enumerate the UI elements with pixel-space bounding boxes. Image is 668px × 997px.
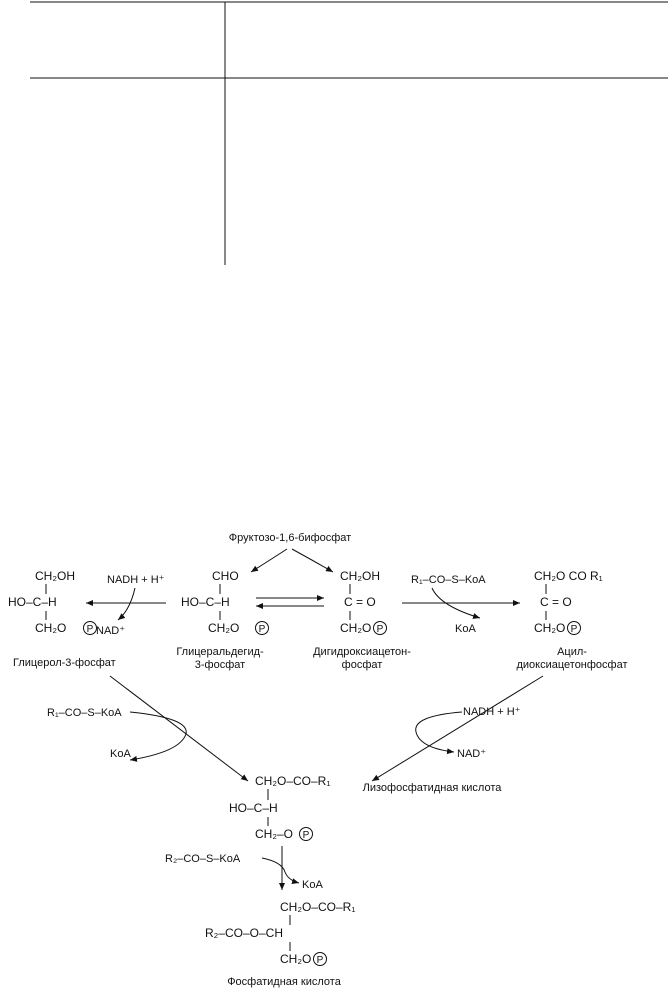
nad-label-2: NAD⁺ bbox=[457, 748, 486, 760]
gap-row2: HO–C–H bbox=[181, 595, 230, 609]
acyl-coa-label-2: R₁–CO–S–KoA bbox=[47, 707, 122, 719]
acyl-dhap-name-1: Ацил- bbox=[557, 646, 587, 658]
pa-row1: CH₂O–CO–R₁ bbox=[280, 900, 355, 914]
gap-row3: CH₂O bbox=[208, 621, 239, 635]
lpa-row1: CH₂O–CO–R₁ bbox=[255, 774, 330, 788]
lpa-row3: CH₂–O bbox=[255, 827, 293, 841]
phosphate-icon bbox=[373, 621, 387, 635]
g3p-row2: HO–C–H bbox=[8, 595, 57, 609]
arrow-acyl-coa-1 bbox=[431, 587, 481, 619]
nadh-label-2: NADH + H⁺ bbox=[463, 706, 521, 718]
acyl-coa-label-1: R₁–CO–S–KoA bbox=[411, 574, 486, 586]
acyl-dhap-row3: CH₂O bbox=[534, 621, 565, 635]
lpa-name: Лизофосфатидная кислота bbox=[363, 782, 503, 794]
glycerol-3-phosphate: CH₂OH HO–C–H CH₂O P Глицерол-3-фосфат bbox=[8, 569, 116, 669]
acyl-dhap-row2: C = O bbox=[540, 595, 572, 609]
phosphatidic-acid: CH₂O–CO–R₁ R₂–CO–O–CH CH₂O P Фосфатидная… bbox=[205, 900, 355, 988]
koa-label-2: KoA bbox=[110, 748, 131, 760]
dhap-row1: CH₂OH bbox=[340, 569, 380, 583]
phosphate-symbol: P bbox=[571, 624, 578, 635]
phosphate-icon bbox=[83, 621, 97, 635]
arrow-nadh-2 bbox=[415, 711, 463, 755]
pa-row3: CH₂O bbox=[280, 952, 311, 966]
gap-name-2: 3-фосфат bbox=[195, 659, 245, 671]
acyl-dihydroxyacetone-phosphate: CH₂O CO R₁ C = O CH₂O P Ацил- диоксиацет… bbox=[516, 569, 627, 671]
fructose-label: Фруктозо-1,6-бифосфат bbox=[229, 532, 351, 544]
arrow-acyl-coa-3 bbox=[261, 857, 300, 885]
g3p-row3: CH₂O bbox=[35, 621, 66, 635]
phosphate-icon bbox=[567, 621, 581, 635]
phosphate-symbol: P bbox=[377, 624, 384, 635]
arrow-g3p-to-lpa bbox=[109, 675, 249, 782]
dhap-row2: C = O bbox=[344, 595, 376, 609]
glyceraldehyde-3-phosphate: CHO HO–C–H CH₂O P Глицеральдегид- 3-фосф… bbox=[176, 569, 269, 671]
gap-row1: CHO bbox=[212, 569, 239, 583]
dhap-name-2: фосфат bbox=[342, 659, 383, 671]
arrow-fructose-to-gap bbox=[250, 548, 288, 573]
phosphate-symbol: P bbox=[303, 830, 310, 841]
arrow-acyl-coa-2 bbox=[129, 711, 187, 762]
acyl-coa-label-3: R₂–CO–S–KoA bbox=[165, 853, 241, 865]
acyl-dhap-name-2: диоксиацетонфосфат bbox=[516, 659, 627, 671]
dhap-name-1: Дигидроксиацетон- bbox=[313, 646, 411, 658]
arrow-nadh-1 bbox=[117, 587, 136, 621]
gap-name-1: Глицеральдегид- bbox=[176, 646, 264, 658]
phosphate-icon bbox=[299, 827, 313, 841]
lysophosphatidic-acid: CH₂O–CO–R₁ HO–C–H CH₂–O P Лизофосфатидна… bbox=[229, 774, 502, 841]
phosphate-icon bbox=[313, 952, 327, 966]
g3p-name: Глицерол-3-фосфат bbox=[13, 657, 116, 669]
acyl-dhap-row1: CH₂O CO R₁ bbox=[534, 569, 603, 583]
koa-label-1: KoA bbox=[455, 623, 476, 635]
koa-label-3: KoA bbox=[302, 879, 323, 891]
arrow-fructose-to-dhap bbox=[291, 548, 334, 573]
pa-row2: R₂–CO–O–CH bbox=[205, 926, 283, 940]
nad-label-1: NAD⁺ bbox=[96, 625, 125, 637]
phosphate-symbol: P bbox=[259, 624, 266, 635]
dhap-row3: CH₂O bbox=[340, 621, 371, 635]
lpa-row2: HO–C–H bbox=[229, 801, 278, 815]
phosphate-icon bbox=[255, 621, 269, 635]
phosphate-symbol: P bbox=[87, 624, 94, 635]
arrow-acyl-dhap-to-lpa bbox=[371, 675, 544, 782]
g3p-row1: CH₂OH bbox=[35, 569, 75, 583]
phosphate-symbol: P bbox=[317, 955, 324, 966]
nadh-label-1: NADH + H⁺ bbox=[107, 574, 165, 586]
pa-name: Фосфатидная кислота bbox=[227, 976, 342, 988]
dihydroxyacetone-phosphate: CH₂OH C = O CH₂O P Дигидроксиацетон- фос… bbox=[313, 569, 411, 671]
table-frame bbox=[30, 1, 668, 265]
